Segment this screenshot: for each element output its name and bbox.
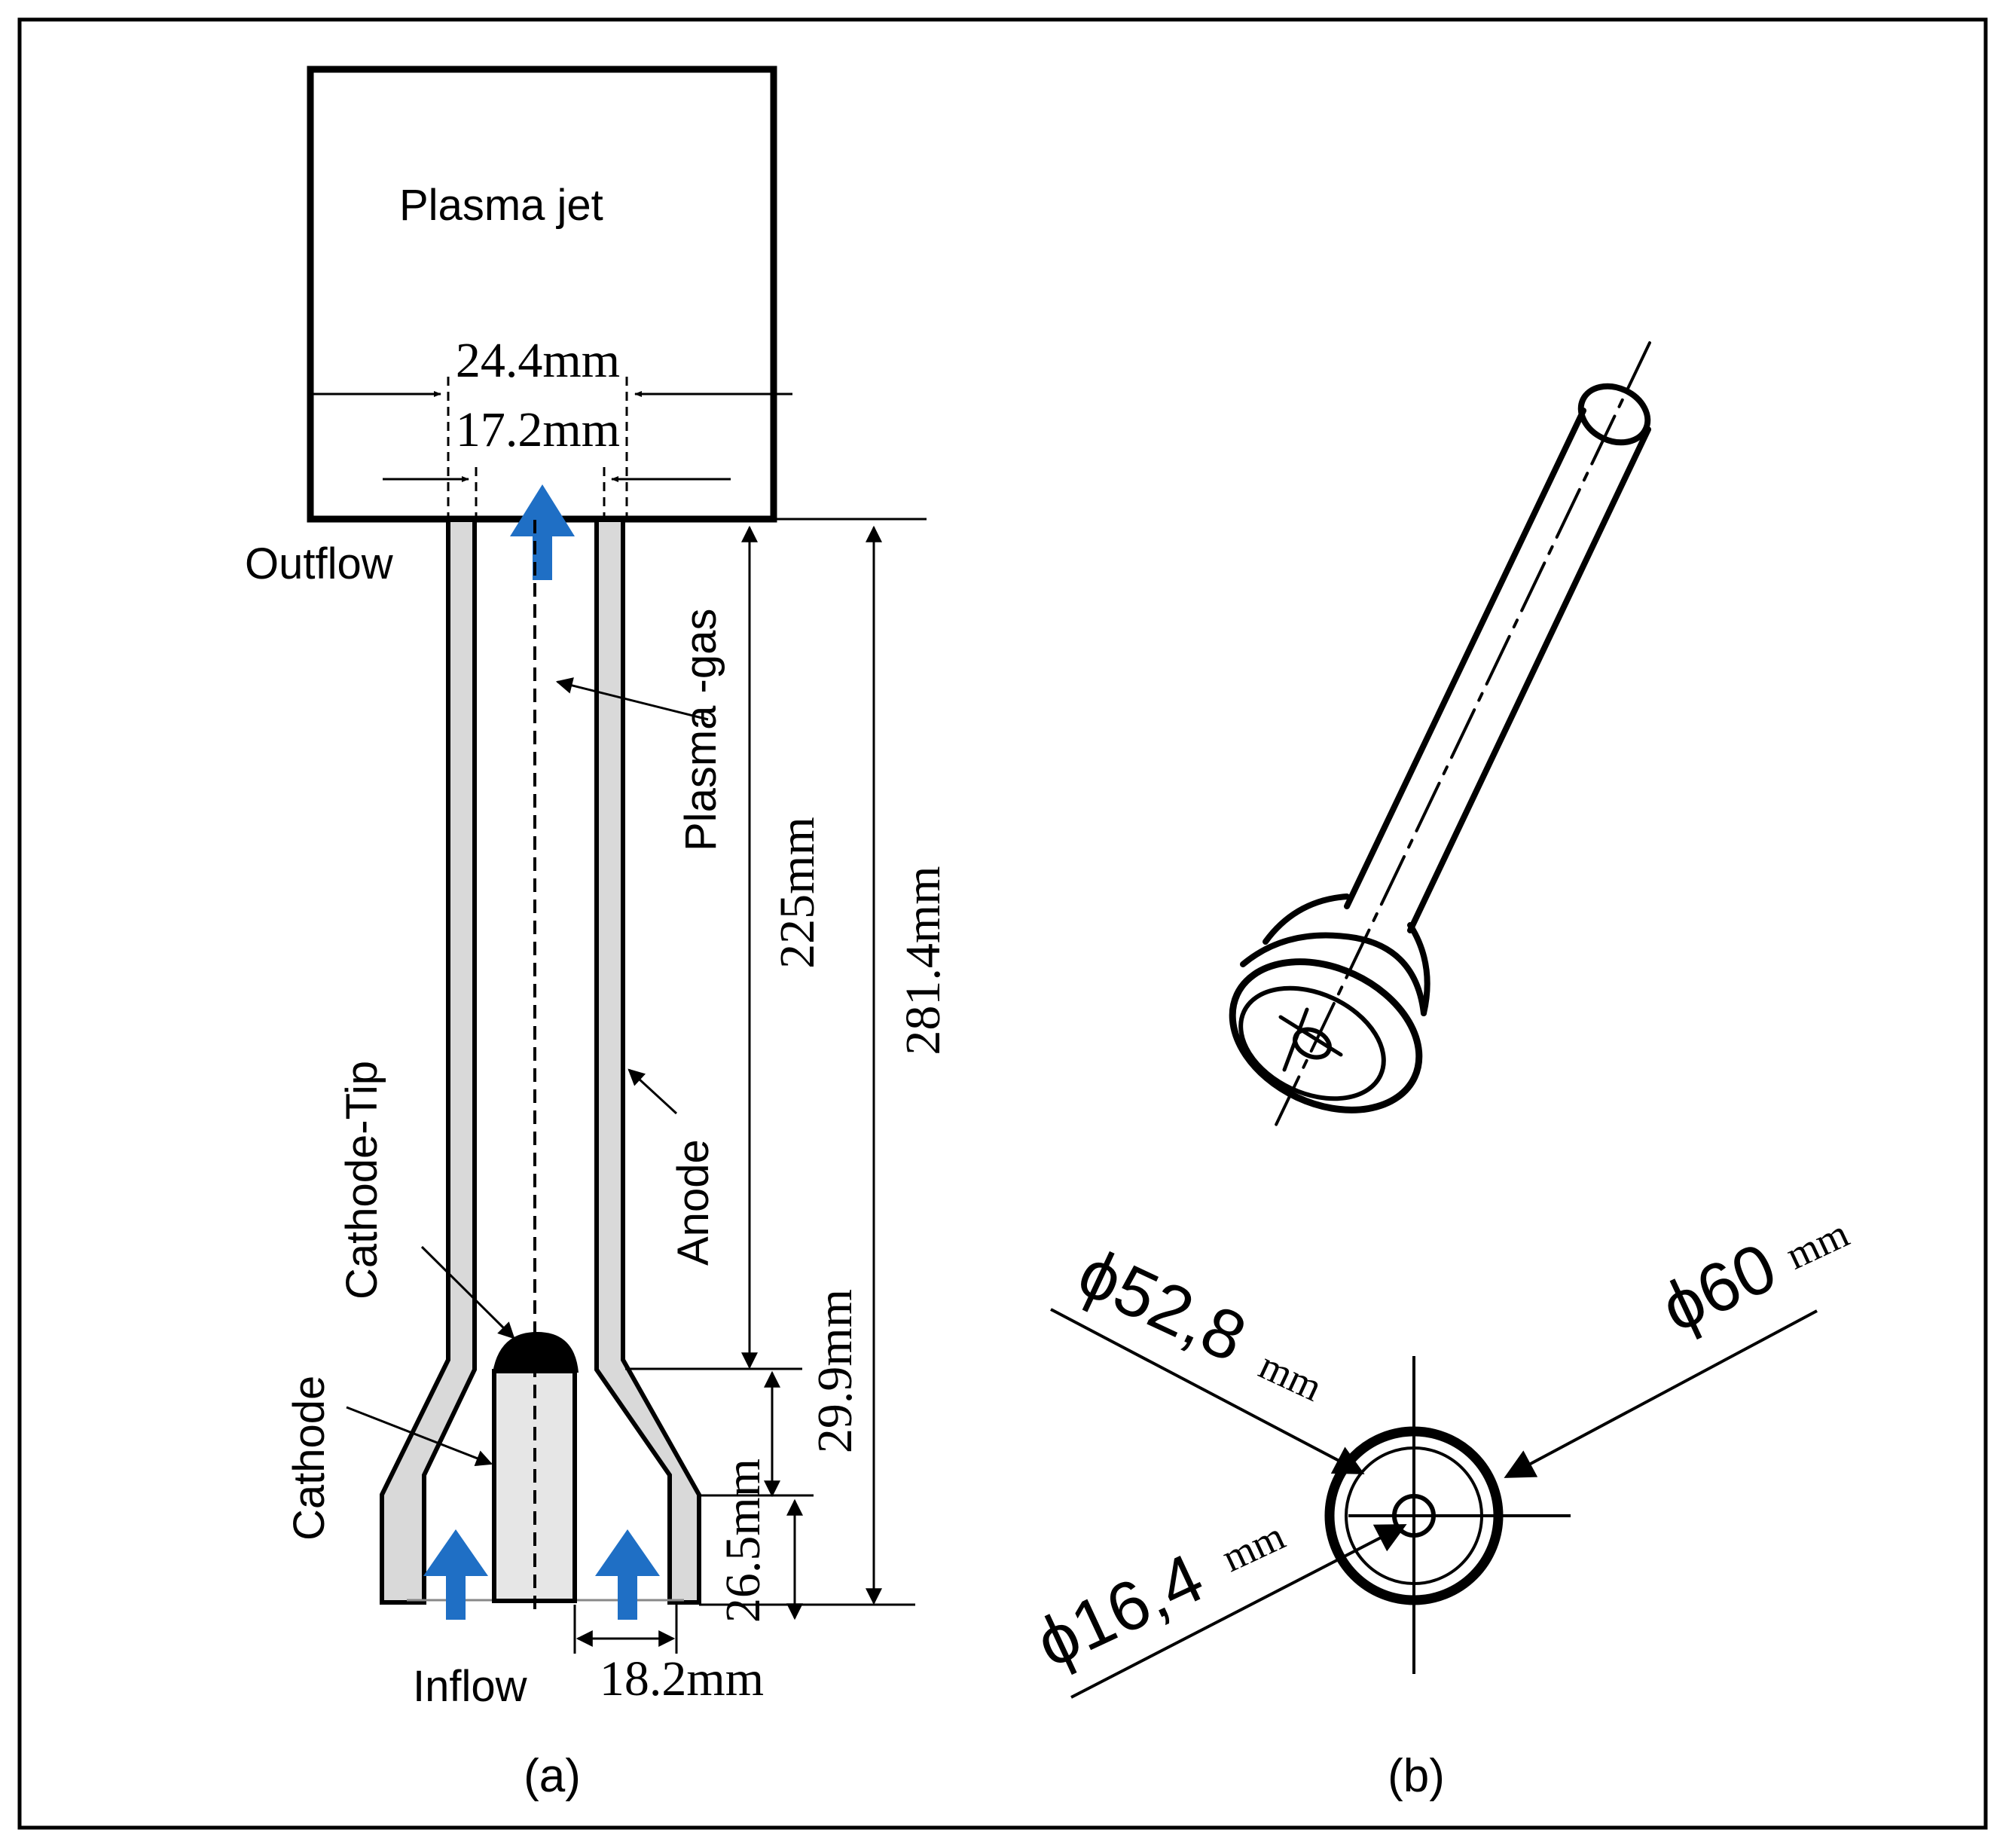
dimension-inner-width: 17.2mm	[383, 402, 731, 524]
dimension-outer-width: 24.4mm	[310, 333, 792, 524]
cathode-3d-axis	[1274, 341, 1651, 1128]
front-view-outer-circle	[1324, 1426, 1504, 1605]
leader-inner-diameter	[1070, 1524, 1407, 1699]
leader-mid-diameter	[1050, 1308, 1365, 1474]
outflow-arrow	[510, 484, 575, 580]
dim-anode-length-label: 225mm	[770, 817, 825, 969]
inflow-arrow-right	[595, 1529, 660, 1620]
dimension-anode-length: 225mm	[625, 518, 927, 1370]
leader-outer-diameter	[1504, 1309, 1818, 1478]
cathode-3d-shaft-right	[1407, 426, 1651, 933]
dim-inner-width-label: 17.2mm	[456, 402, 620, 457]
front-view-mid-circle	[1345, 1446, 1483, 1585]
anode-leader	[627, 1068, 678, 1115]
cathode-3d-head-outer	[1229, 958, 1423, 1113]
dimension-total-length: 281.4mm	[699, 525, 951, 1606]
cathode-3d-head-side	[1240, 932, 1427, 1016]
dim-total-length-label: 281.4mm	[896, 866, 951, 1055]
cathode-3d-shaft-end	[1577, 383, 1651, 446]
figure-frame	[17, 17, 1988, 1830]
anode-wall-left	[380, 518, 477, 1605]
dimension-inlet-section: 26.5mm	[716, 1459, 803, 1623]
panel-a: Plasma jet 24.4mm 17.2mm	[245, 66, 951, 1802]
plasma-gas-leader	[555, 677, 709, 721]
cathode-3d-shaft-left	[1344, 408, 1586, 909]
cathode-3d-sketch	[1229, 341, 1651, 1128]
cathode-leader	[346, 1406, 493, 1467]
cathode-label: Cathode	[285, 1376, 334, 1541]
anode-wall-right	[594, 518, 701, 1605]
inflow-arrow-left	[423, 1529, 488, 1620]
dimension-inlet-gap: 18.2mm	[573, 1605, 764, 1706]
dim-inlet-gap-label: 18.2mm	[600, 1651, 764, 1706]
plasma-gas-label: Plasma -gas	[676, 609, 725, 851]
dim-inlet-section-label: 26.5mm	[716, 1459, 771, 1623]
anode-label: Anode	[669, 1139, 718, 1266]
caption-a: (a)	[524, 1750, 581, 1802]
cathode-tip-label: Cathode-Tip	[337, 1061, 386, 1300]
cathode-3d-cone	[1263, 893, 1430, 1016]
outflow-label: Outflow	[245, 539, 394, 588]
dim-outer-width-label: 24.4mm	[456, 333, 620, 388]
front-view-inner-circle	[1392, 1494, 1436, 1538]
cathode-tip-leader	[420, 1245, 515, 1339]
inflow-label: Inflow	[413, 1662, 528, 1711]
dimension-lower-section: 29.9mm	[699, 1289, 863, 1498]
cathode-3d-head-inner	[1238, 985, 1386, 1101]
dim-lower-section-label: 29.9mm	[808, 1289, 863, 1453]
caption-b: (b)	[1388, 1750, 1445, 1802]
plasma-jet-label: Plasma jet	[399, 181, 603, 230]
